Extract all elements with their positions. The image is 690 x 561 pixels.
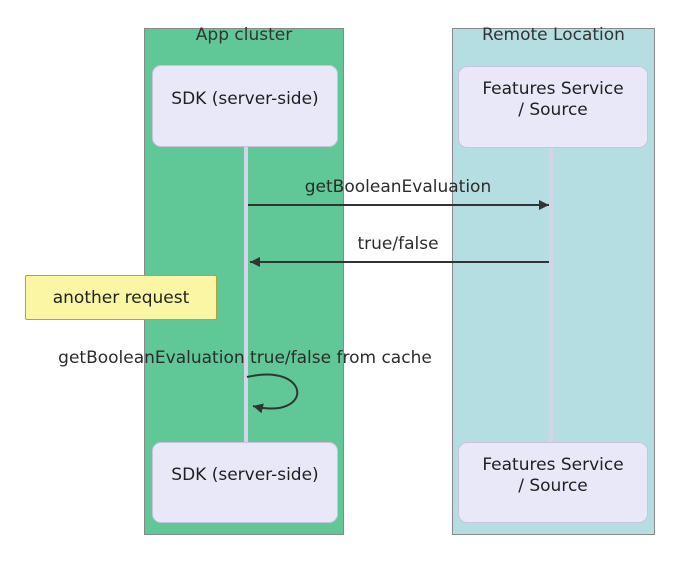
note-another-request: another request [25,275,217,320]
actor-sdk-top: SDK (server-side) [152,65,338,147]
actor-label: Features Service [482,79,624,99]
region-label-remote-location: Remote Location [482,25,625,45]
actor-label: / Source [518,475,588,496]
actor-label: / Source [518,100,588,120]
actor-features-service-top: Features Service / Source [458,66,648,148]
lifeline-features-service [549,148,553,442]
message-label-cache-self-call: getBooleanEvaluation true/false from cac… [58,348,432,368]
actor-label: SDK (server-side) [171,88,319,109]
region-label-app-cluster: App cluster [195,25,293,45]
actor-features-service-bottom: Features Service / Source [458,442,648,523]
message-label-true-false: true/false [357,234,439,254]
actor-label: SDK (server-side) [171,465,319,485]
actor-label: Features Service [482,454,624,475]
actor-sdk-bottom: SDK (server-side) [152,442,338,523]
lifeline-sdk [244,147,248,442]
message-label-get-boolean-evaluation: getBooleanEvaluation [304,177,492,197]
